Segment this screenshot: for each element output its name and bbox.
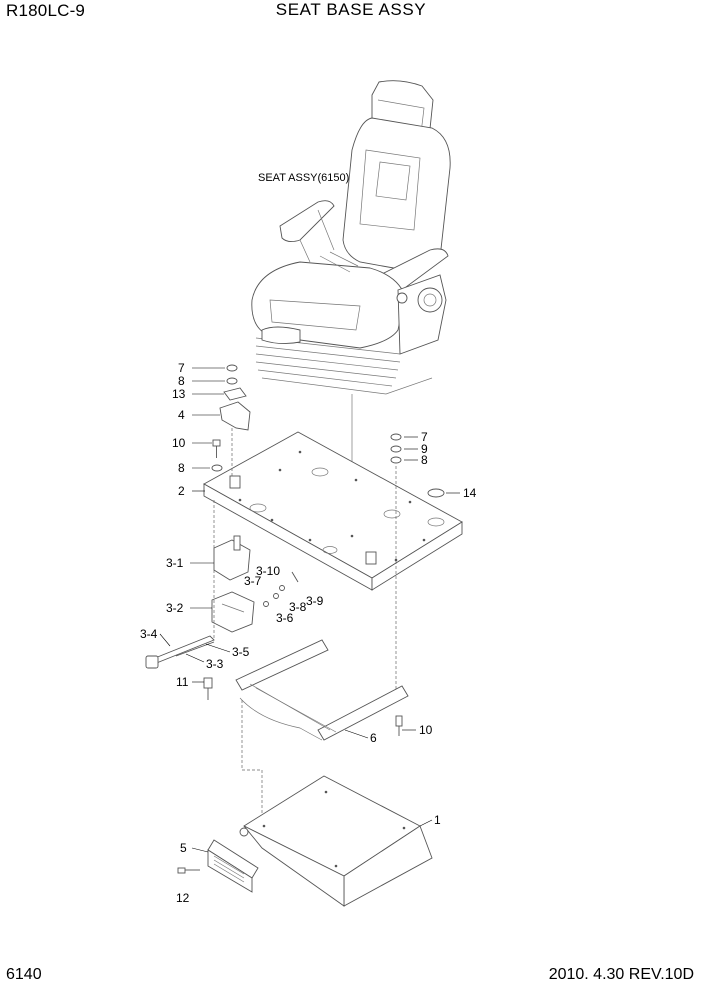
callout-5: 5 <box>180 841 187 855</box>
seat-assy-label: SEAT ASSY(6150) <box>258 172 349 184</box>
callout-11: 11 <box>176 675 189 689</box>
callout-1: 1 <box>434 813 441 827</box>
callout-9: 9 <box>421 442 428 456</box>
callout-3-10: 3-10 <box>256 564 280 578</box>
callout-8-right: 8 <box>421 453 428 467</box>
callout-14: 14 <box>463 486 477 500</box>
revision-date: 2010. 4.30 <box>548 966 625 983</box>
callout-7-left: 7 <box>178 361 185 375</box>
callout-3-2: 3-2 <box>166 601 184 615</box>
callout-8-left-bottom: 8 <box>178 461 185 475</box>
callout-2: 2 <box>178 484 185 498</box>
callout-12: 12 <box>176 891 190 905</box>
leader-lines <box>159 367 460 853</box>
model-code: R180LC-9 <box>6 1 86 20</box>
base-plate-drawing <box>203 431 463 591</box>
seat-assembly-drawing <box>251 80 451 520</box>
callout-3-7: 3-7 <box>244 574 262 588</box>
date-revision: 2010. 4.30 REV.10D <box>549 966 694 984</box>
callout-10-top: 10 <box>172 436 186 450</box>
callout-13: 13 <box>172 387 186 401</box>
seat-slide-rails <box>203 639 409 830</box>
callout-8-left-top: 8 <box>178 374 185 388</box>
callout-3-8: 3-8 <box>289 600 307 614</box>
callout-3-9: 3-9 <box>306 594 324 608</box>
callout-3-3: 3-3 <box>206 657 224 671</box>
callout-3-6: 3-6 <box>276 611 294 625</box>
callout-10-bottom: 10 <box>419 723 433 737</box>
callout-7-right: 7 <box>421 430 428 444</box>
fastener-stack-left <box>211 364 251 478</box>
callout-6: 6 <box>370 731 377 745</box>
page-title: SEAT BASE ASSY <box>275 0 427 19</box>
callout-3-1: 3-1 <box>166 556 184 570</box>
callout-3-4: 3-4 <box>140 627 158 641</box>
slide-lock-brackets <box>145 500 299 669</box>
callout-4: 4 <box>178 408 185 422</box>
page-number: 6140 <box>6 966 42 983</box>
fastener-stack-right <box>390 433 445 700</box>
seat-box-drawing <box>177 775 433 907</box>
revision-code: REV.10D <box>628 966 694 983</box>
callout-3-5: 3-5 <box>232 645 250 659</box>
